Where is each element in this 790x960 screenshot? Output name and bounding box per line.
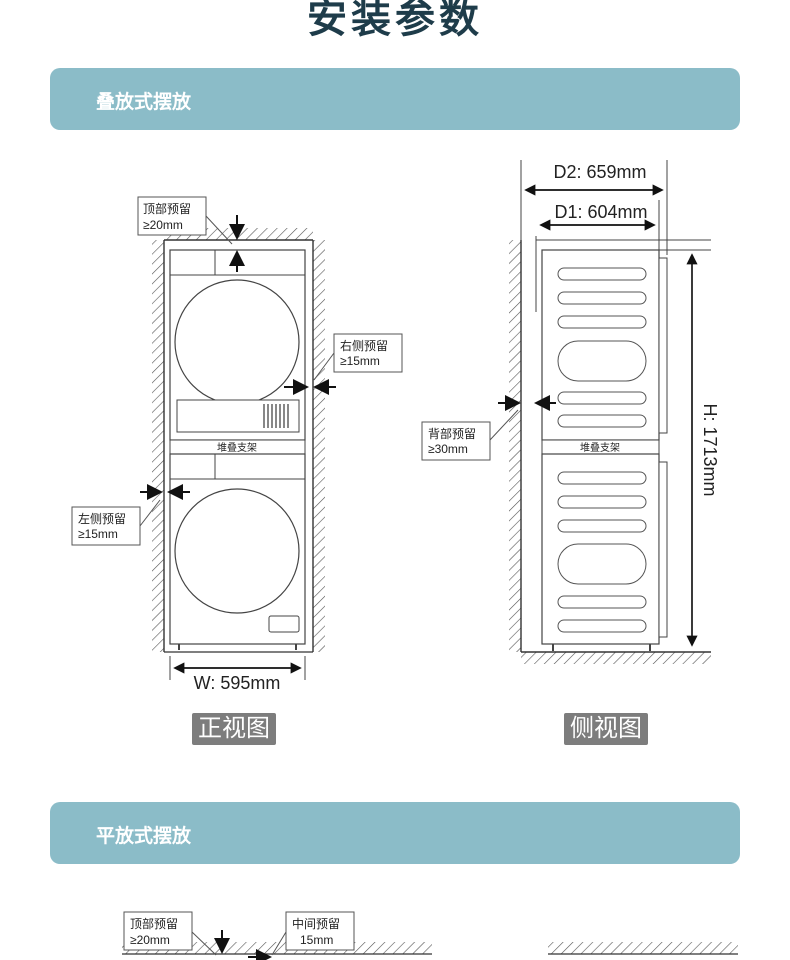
section-bar-flat: 平放式摆放 (50, 802, 740, 864)
back-clearance-callout (421, 421, 491, 461)
page-title: 安装参数 (307, 0, 483, 41)
front-left-value: ≥15mm (78, 527, 118, 541)
front-view-label: 正视图 (192, 713, 276, 745)
front-width-label: W: 595mm (194, 673, 281, 693)
flat-ceiling-right (548, 942, 738, 954)
flat-top-clearance-callout (123, 911, 193, 951)
upper-door (174, 279, 300, 405)
flat-middle-value: 15mm (300, 933, 333, 947)
flat-top-name: 顶部预留 (130, 916, 178, 931)
front-right-value: ≥15mm (340, 354, 380, 368)
section-bar-stacked: 叠放式摆放 (50, 68, 740, 130)
left-wall (152, 240, 164, 652)
front-top-name: 顶部预留 (143, 201, 191, 216)
section-label-flat: 平放式摆放 (96, 826, 192, 847)
section-label-stacked: 叠放式摆放 (96, 92, 192, 113)
right-wall (313, 240, 325, 652)
floor (521, 652, 711, 664)
side-view-diagram: D2: 659mm D1: 604mm 堆叠支架 H: 1713mm (421, 160, 720, 664)
front-right-name: 右侧预留 (340, 338, 388, 353)
lower-door (174, 488, 300, 614)
side-height-label: H: 1713mm (700, 403, 720, 496)
back-wall (509, 240, 521, 652)
side-stack-rack-label: 堆叠支架 (580, 442, 620, 454)
flat-middle-name: 中间预留 (292, 916, 340, 931)
flat-view-diagram: 顶部预留 ≥20mm 中间预留 15mm (122, 911, 738, 960)
side-d1-label: D1: 604mm (554, 202, 647, 222)
side-view-label: 侧视图 (564, 713, 648, 745)
lower-filter-cover (268, 615, 300, 633)
side-back-value: ≥30mm (428, 442, 468, 456)
middle-clearance-callout (285, 911, 355, 951)
left-clearance-callout (71, 506, 141, 546)
upper-control-panel (176, 399, 300, 433)
side-d2-label: D2: 659mm (553, 162, 646, 182)
front-top-value: ≥20mm (143, 218, 183, 232)
front-view-diagram: 堆叠支架 顶部预留 ≥20mm 右侧预留 ≥15mm 左侧预留 ≥15mm (71, 196, 403, 693)
front-left-name: 左侧预留 (78, 511, 126, 526)
right-clearance-callout (333, 333, 403, 373)
flat-top-value: ≥20mm (130, 933, 170, 947)
side-back-name: 背部预留 (428, 426, 476, 441)
front-stack-rack-label: 堆叠支架 (217, 442, 257, 454)
